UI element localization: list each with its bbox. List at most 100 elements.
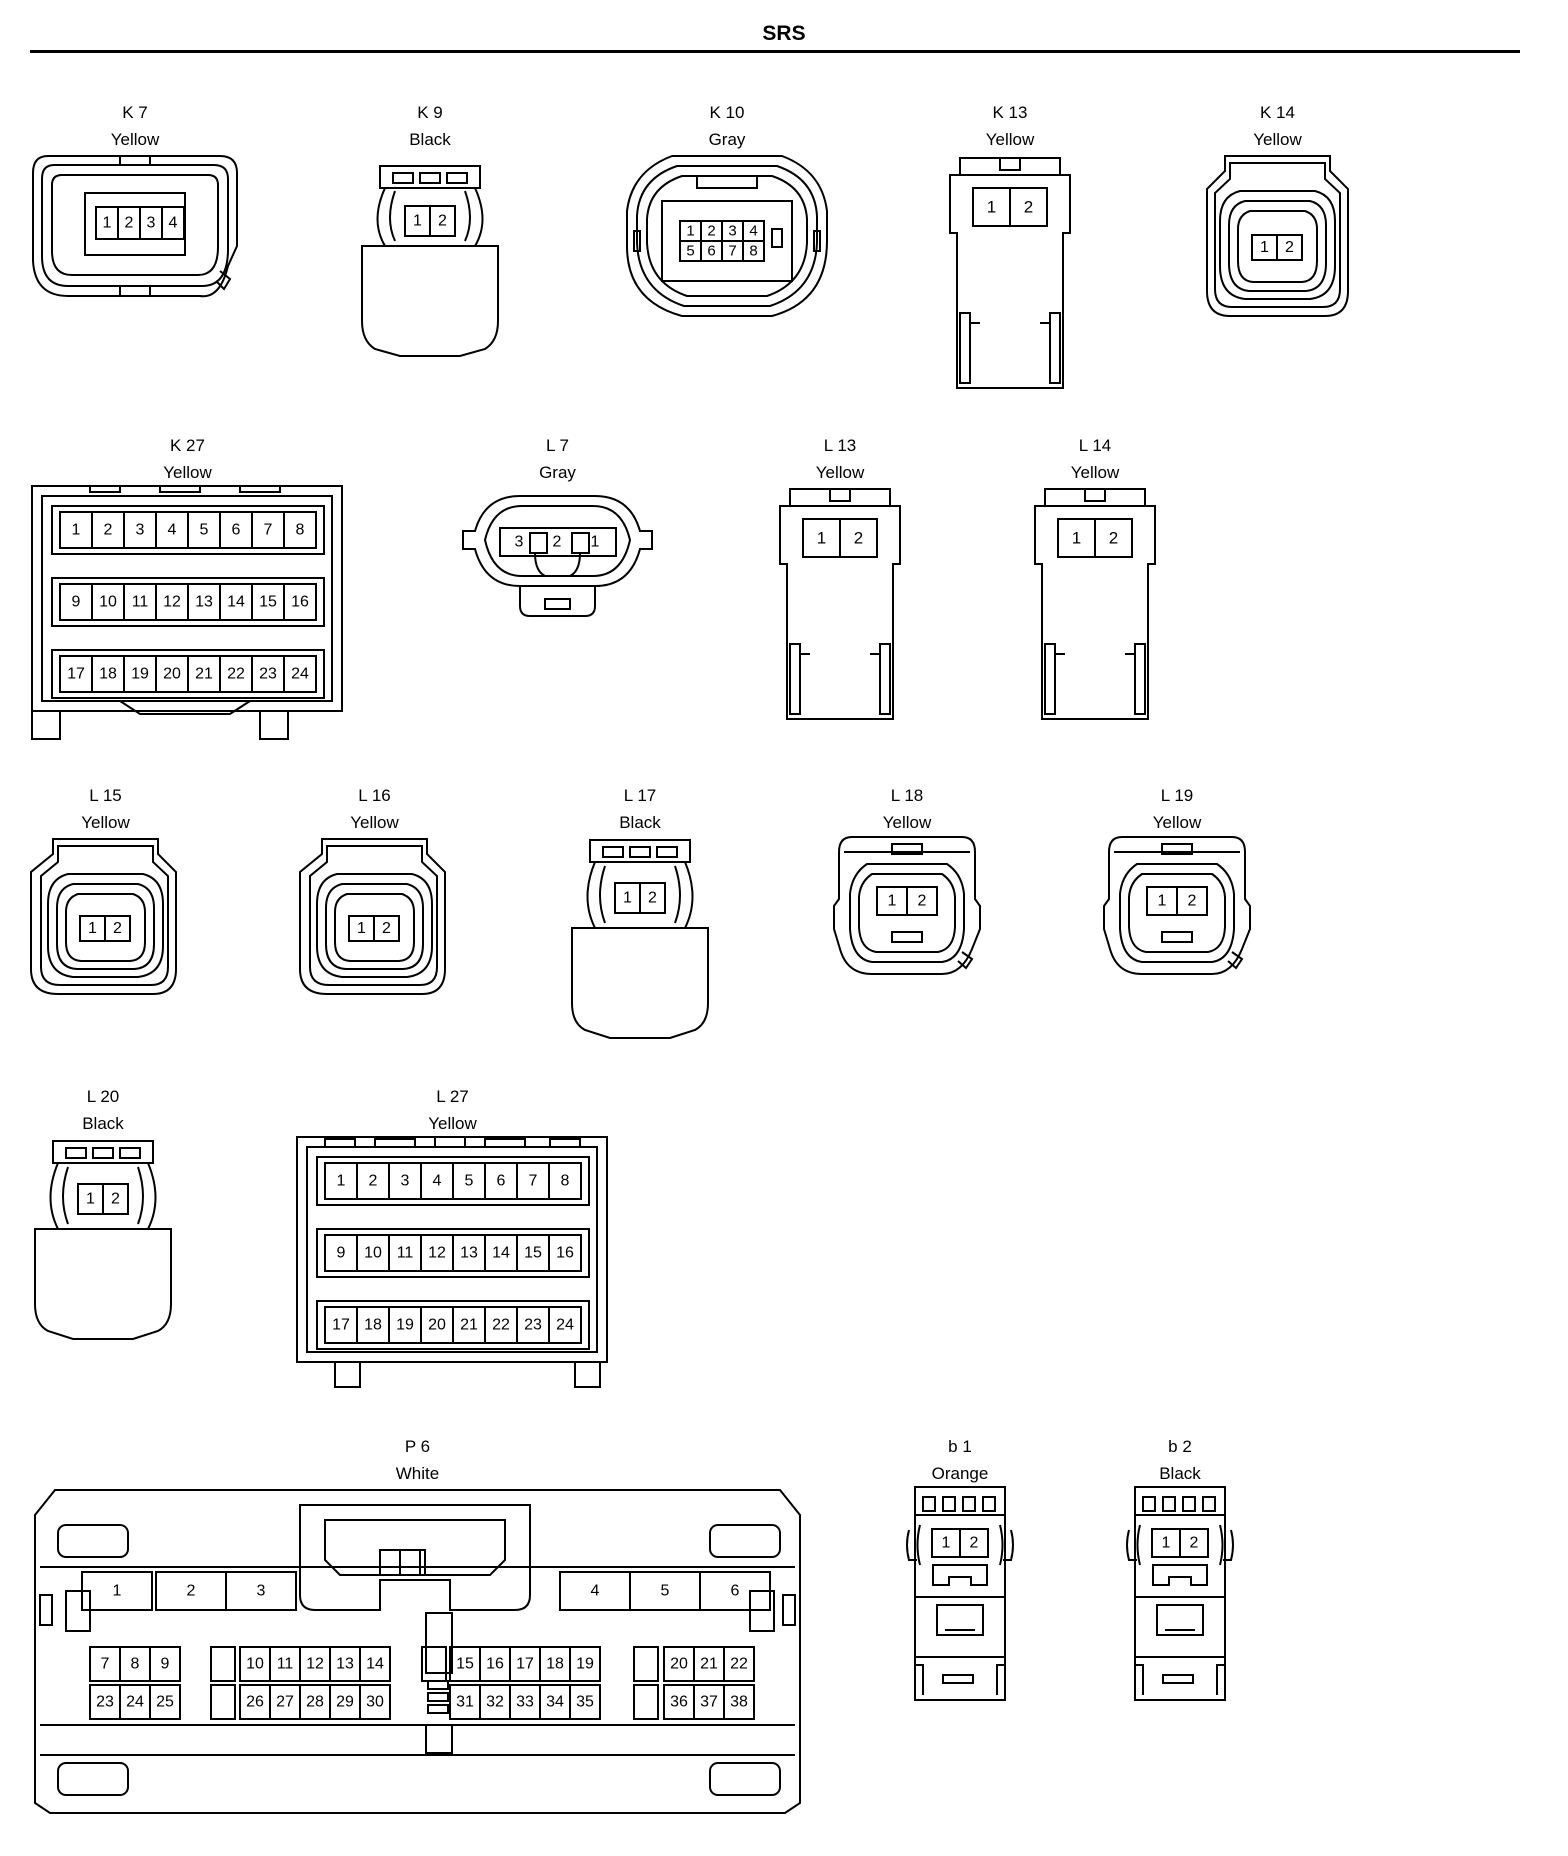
pin-number: 23: [524, 1317, 542, 1334]
pin-number: 1: [987, 198, 996, 217]
pin-number: 15: [524, 1245, 542, 1262]
connector-name: L 13: [823, 436, 857, 455]
connector-name: L 18: [890, 786, 924, 805]
pin-number: 20: [163, 666, 181, 683]
pin-number: 15: [259, 594, 277, 611]
pin-number: 14: [492, 1245, 510, 1262]
connector-color: Yellow: [1152, 813, 1202, 832]
pin-number: 3: [147, 215, 156, 232]
pin-number: 2: [125, 215, 134, 232]
connector-color: Yellow: [81, 813, 130, 832]
connector-name: K 10: [709, 103, 745, 122]
pin-number: 1: [86, 1191, 95, 1208]
pin-number: 30: [366, 1694, 384, 1711]
pin-row-frame: [51, 505, 325, 555]
pin-number: 2: [707, 223, 715, 240]
pin-cell: [283, 511, 317, 549]
connector-name: K 13: [992, 103, 1028, 122]
pin-number: 2: [1109, 529, 1118, 548]
pin-number: 7: [529, 1173, 538, 1190]
pin-number: 1: [591, 534, 600, 551]
connector-color: Yellow: [350, 813, 399, 832]
pin-number: 29: [336, 1694, 354, 1711]
connector-color: Yellow: [1253, 130, 1302, 149]
pin-number: 8: [749, 243, 757, 260]
connector-color: Black: [1159, 1464, 1201, 1483]
pin-number: 1: [72, 522, 81, 539]
pin-number: 18: [364, 1317, 382, 1334]
pin-number: 3: [401, 1173, 410, 1190]
pin-number: 1: [113, 1583, 122, 1600]
pin-cell: [1094, 518, 1133, 558]
pin-number: 27: [276, 1694, 294, 1711]
pin-row-frame: [316, 1300, 590, 1350]
pin-number: 13: [195, 594, 213, 611]
pin-cell: [1179, 1528, 1209, 1558]
pin-number: 7: [101, 1656, 110, 1673]
pin-cell: [723, 1684, 755, 1720]
pin-cell: [699, 1571, 771, 1611]
pin-row-frame: [316, 1228, 590, 1278]
pin-number: 1: [337, 1173, 346, 1190]
pin-number: 2: [1188, 893, 1197, 910]
connector-name: K 27: [170, 436, 205, 455]
pin-number: 24: [291, 666, 309, 683]
pin-number: 33: [516, 1694, 534, 1711]
pin-cell: [104, 915, 131, 942]
pin-number: 20: [428, 1317, 446, 1334]
pin-cell: [548, 1306, 582, 1344]
pin-number: 11: [132, 594, 149, 611]
connector-name: L 17: [623, 786, 657, 805]
pin-number: 21: [195, 666, 213, 683]
pin-number: 6: [707, 243, 715, 260]
pin-cell: [1009, 187, 1048, 227]
pin-row-frame: [51, 649, 325, 699]
connector-color: Yellow: [110, 130, 160, 149]
pin-number: 13: [460, 1245, 478, 1262]
pin-number: 22: [492, 1317, 510, 1334]
pin-number: 25: [156, 1694, 174, 1711]
pin-number: 4: [749, 223, 757, 240]
pin-number: 6: [232, 522, 241, 539]
pin-number: 12: [428, 1245, 446, 1262]
pin-number: 4: [169, 215, 178, 232]
connector-name: L 15: [89, 786, 122, 805]
pin-number: 12: [163, 594, 181, 611]
pin-number: 17: [332, 1317, 350, 1334]
pin-number: 19: [576, 1656, 594, 1673]
pin-number: 11: [397, 1245, 414, 1262]
pin-cell: [225, 1571, 297, 1611]
pin-number: 35: [576, 1694, 594, 1711]
pin-number: 21: [700, 1656, 718, 1673]
pin-cell: [1276, 234, 1303, 261]
pin-number: 1: [817, 529, 826, 548]
connector-name: b 1: [948, 1437, 972, 1456]
pin-number: 37: [700, 1694, 718, 1711]
connector-color: Black: [409, 130, 451, 149]
pin-number: 1: [623, 890, 632, 907]
pin-cell: [283, 583, 317, 621]
pin-number: 2: [382, 920, 391, 937]
pin-number: 19: [396, 1317, 414, 1334]
pin-number: 1: [88, 920, 97, 937]
pin-number: 24: [126, 1694, 144, 1711]
pin-number: 19: [131, 666, 149, 683]
